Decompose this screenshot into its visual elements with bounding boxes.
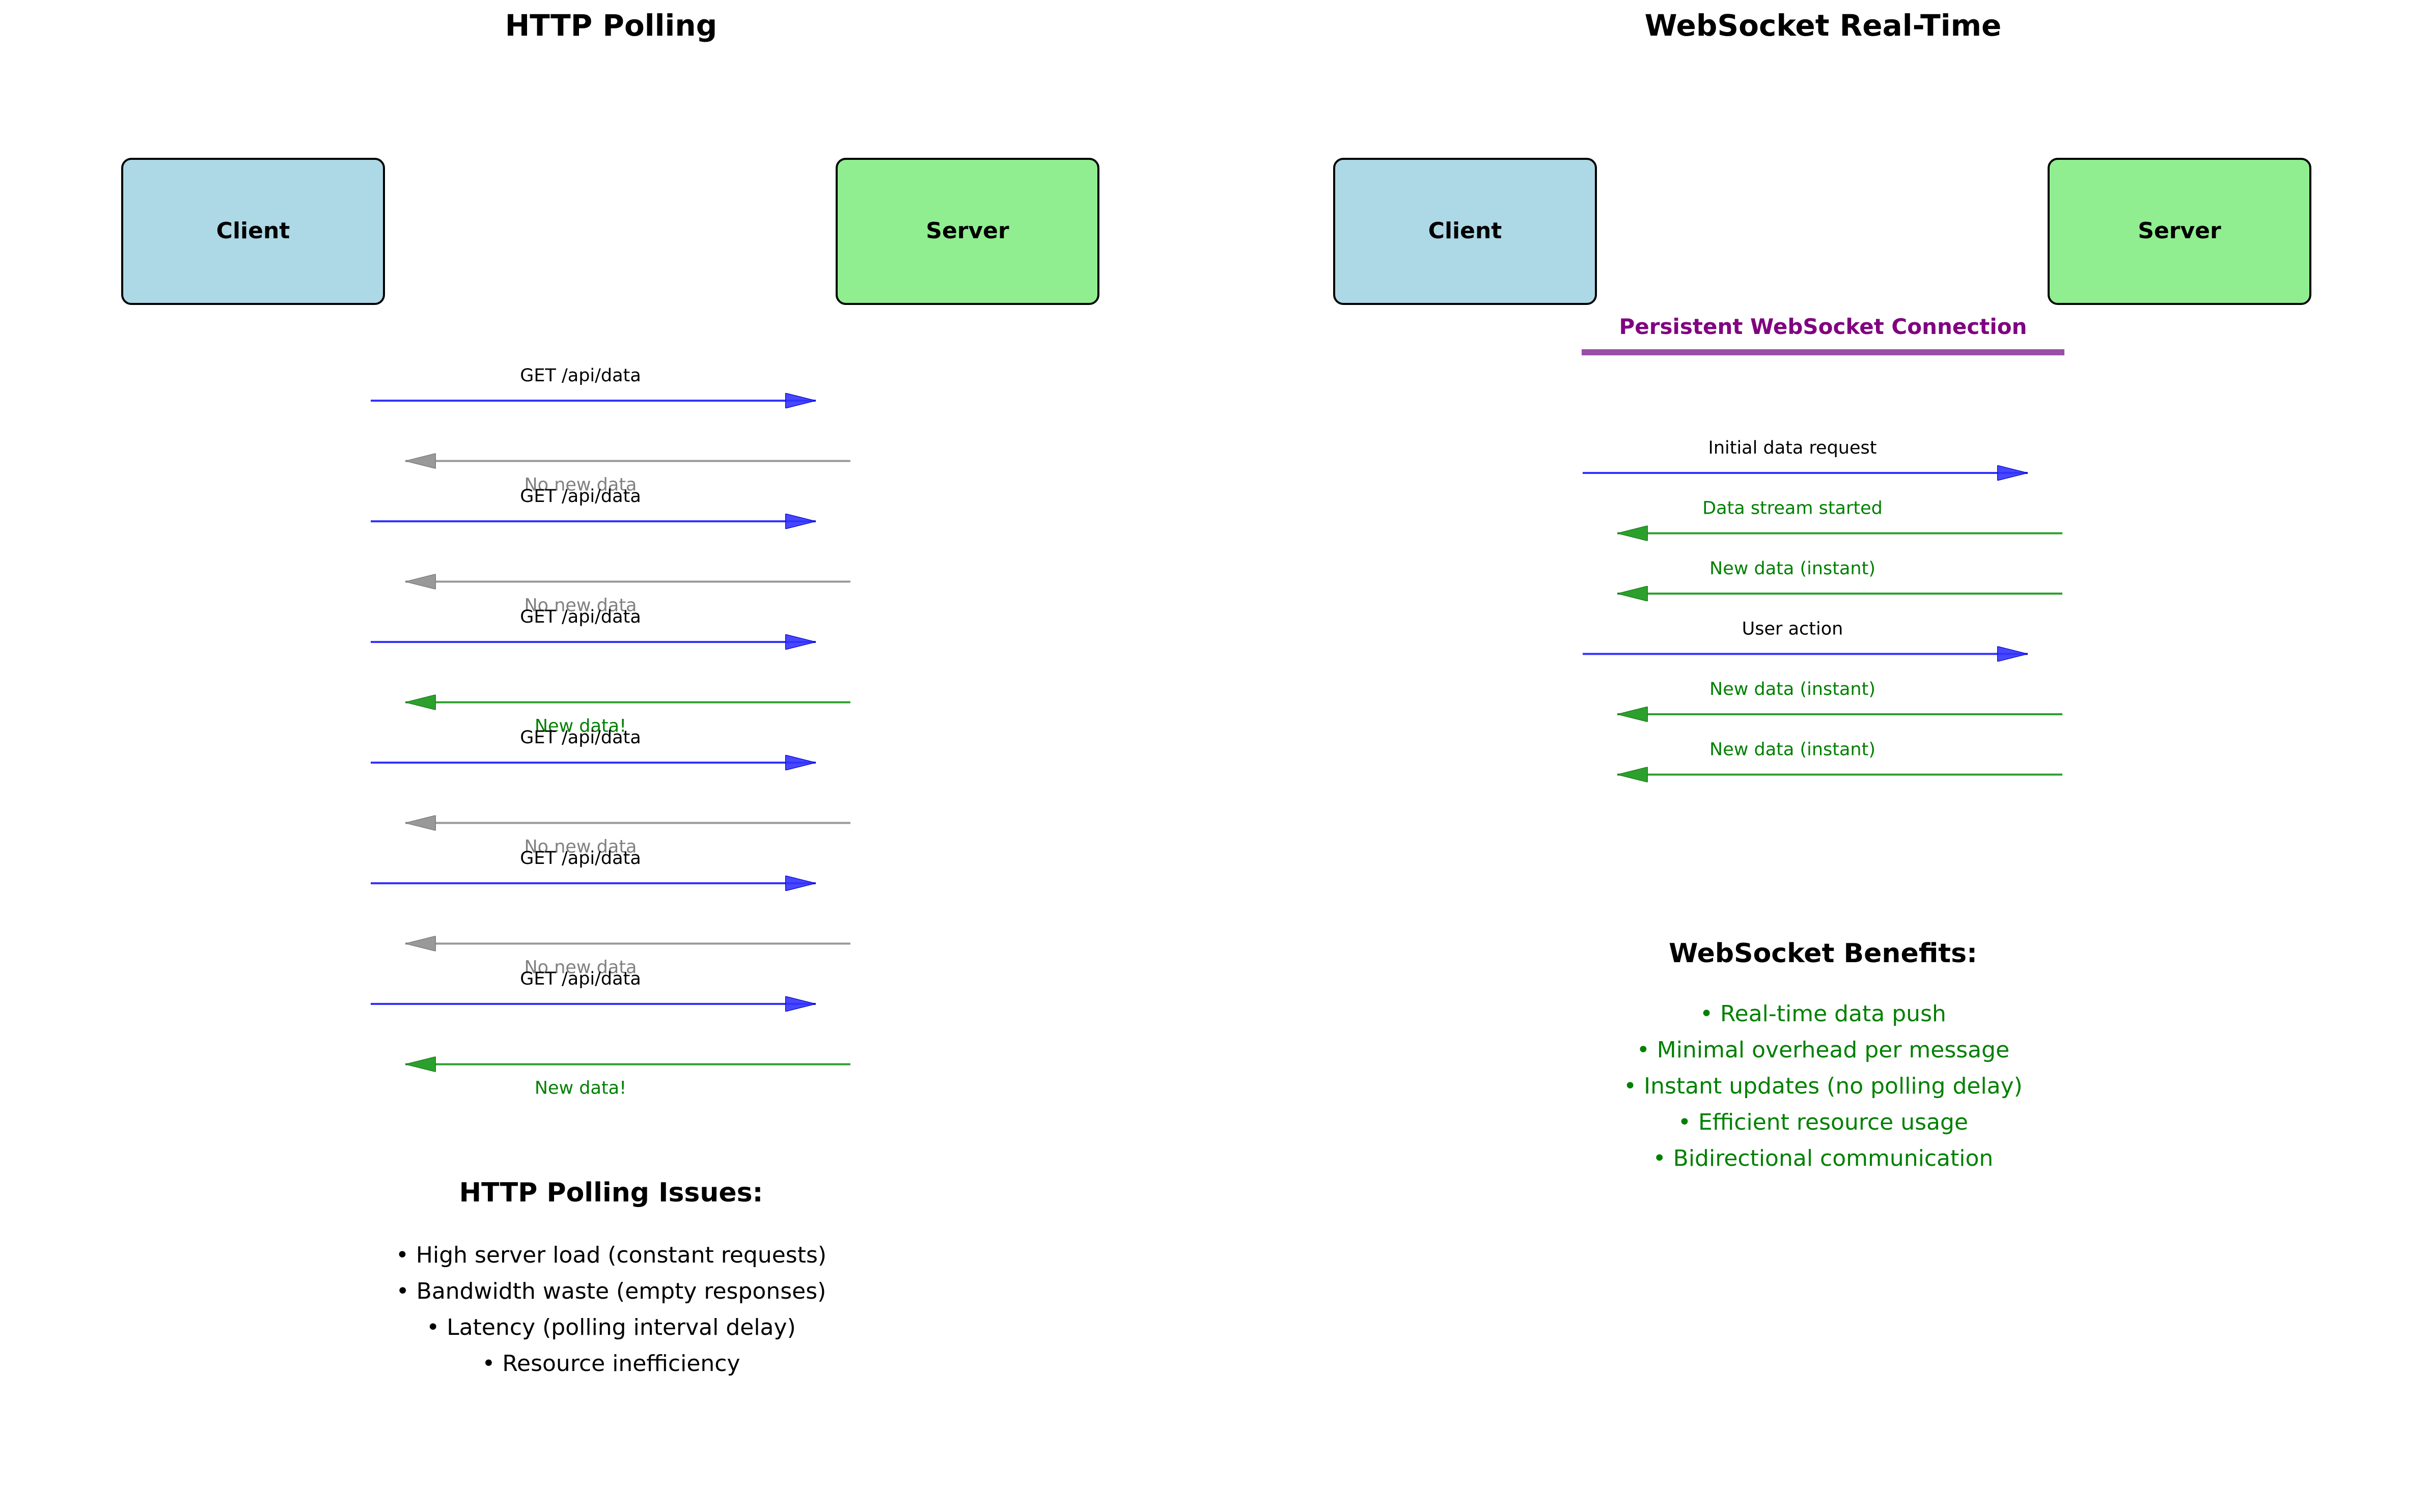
polling-client-box bbox=[121, 158, 385, 305]
polling-issues-title: HTTP Polling Issues: bbox=[459, 1178, 763, 1208]
polling-issue-item: • Resource inefficiency bbox=[482, 1351, 740, 1377]
websocket-benefit-item: • Minimal overhead per message bbox=[1637, 1037, 2009, 1063]
websocket-benefit-item: • Instant updates (no polling delay) bbox=[1623, 1073, 2023, 1099]
websocket-server-box bbox=[2048, 158, 2311, 305]
message-label: No new data bbox=[524, 837, 637, 857]
websocket-benefit-item: • Efficient resource usage bbox=[1678, 1109, 1968, 1135]
message-label: GET /api/data bbox=[520, 969, 641, 989]
message-label: No new data bbox=[524, 958, 637, 978]
message-label: Initial data request bbox=[1708, 438, 1877, 458]
polling-issue-item: • High server load (constant requests) bbox=[396, 1242, 826, 1268]
websocket-title: WebSocket Real-Time bbox=[1645, 8, 2002, 43]
message-label: No new data bbox=[524, 596, 637, 616]
websocket-benefit-item: • Bidirectional communication bbox=[1653, 1145, 1994, 1171]
message-label: No new data bbox=[524, 475, 637, 495]
polling-server-box bbox=[836, 158, 1099, 305]
websocket-benefit-item: • Real-time data push bbox=[1700, 1001, 1946, 1027]
websocket-benefits-title: WebSocket Benefits: bbox=[1669, 938, 1977, 969]
message-label: Data stream started bbox=[1702, 498, 1883, 519]
message-label: New data (instant) bbox=[1709, 740, 1875, 760]
websocket-panel: WebSocket Real-Time Client Server Persis… bbox=[1333, 8, 2311, 1171]
message-label: New data! bbox=[535, 1078, 626, 1099]
websocket-server-label: Server bbox=[2138, 218, 2221, 244]
message-label: GET /api/data bbox=[520, 848, 641, 869]
polling-title: HTTP Polling bbox=[505, 8, 717, 43]
websocket-client-label: Client bbox=[1428, 218, 1502, 244]
polling-issue-item: • Bandwidth waste (empty responses) bbox=[396, 1278, 826, 1304]
websocket-client-box bbox=[1333, 158, 1597, 305]
connection-label: Persistent WebSocket Connection bbox=[1619, 314, 2027, 339]
message-label: New data (instant) bbox=[1709, 679, 1875, 699]
message-label: GET /api/data bbox=[520, 607, 641, 627]
message-label: GET /api/data bbox=[520, 727, 641, 748]
message-label: New data (instant) bbox=[1709, 558, 1875, 579]
polling-server-label: Server bbox=[926, 218, 1009, 244]
polling-client-label: Client bbox=[216, 218, 290, 244]
message-label: GET /api/data bbox=[520, 366, 641, 386]
message-label: GET /api/data bbox=[520, 486, 641, 507]
polling-issue-item: • Latency (polling interval delay) bbox=[426, 1314, 795, 1340]
polling-panel: HTTP Polling Client Server GET /api/data… bbox=[121, 8, 1099, 1377]
message-label: New data! bbox=[535, 716, 626, 737]
message-label: User action bbox=[1742, 619, 1843, 639]
